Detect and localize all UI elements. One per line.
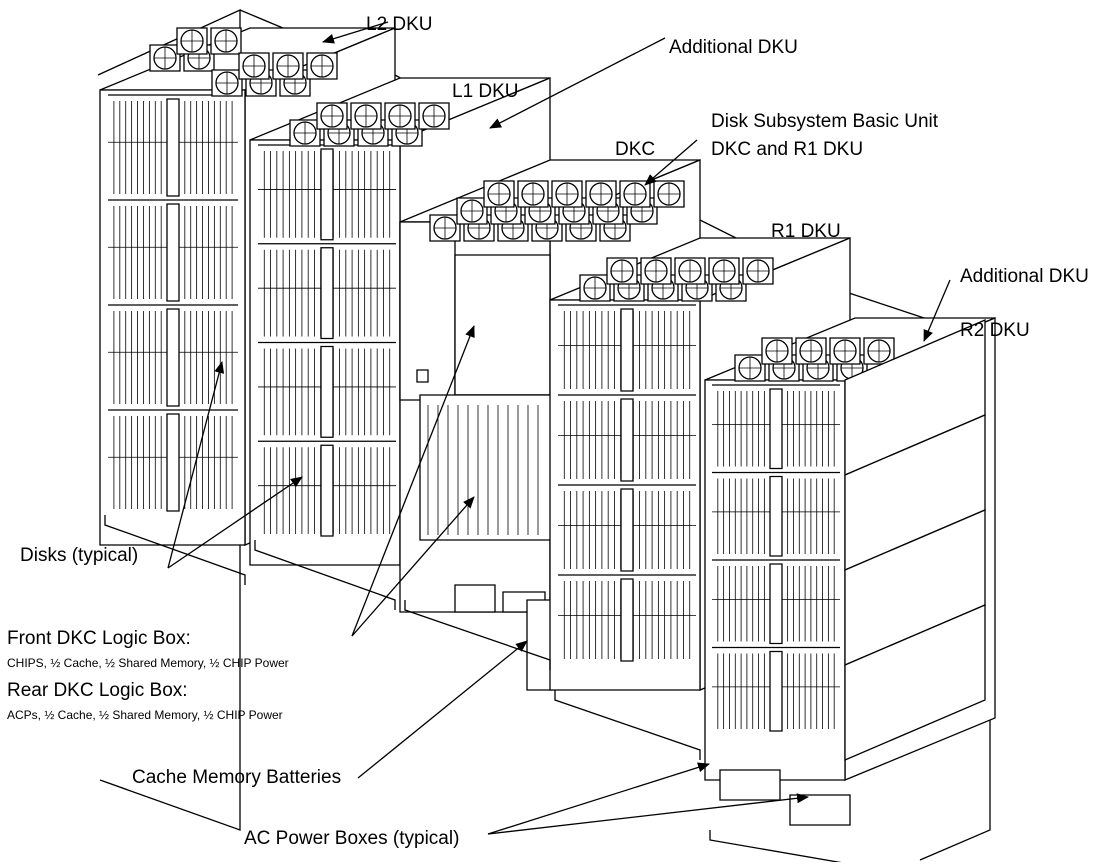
l2-dku-handle — [166, 203, 180, 302]
ac-power-box-2 — [789, 794, 851, 826]
label-rear-dkc-detail: ACPs, ½ Cache, ½ Shared Memory, ½ CHIP P… — [7, 708, 283, 722]
dkc-indicator — [416, 369, 429, 383]
battery-arrow — [357, 640, 528, 779]
r2-dku-side-panel — [844, 604, 986, 761]
l2-dku-handle — [166, 308, 180, 407]
dkc-arrow — [644, 139, 698, 186]
r2-dku-handle — [769, 563, 783, 645]
labels: L2 DKU Additional DKU L1 DKU Disk Subsys… — [7, 14, 1089, 849]
l1-dku-handle — [320, 148, 334, 241]
label-l2-dku: L2 DKU — [366, 14, 433, 35]
label-front-dkc-title: Front DKC Logic Box: — [7, 628, 191, 649]
r2-dku-handle — [769, 475, 783, 557]
dkc-rear-logic-box — [419, 394, 553, 541]
r1-dku-handle — [620, 488, 634, 572]
bottom-bracket — [709, 830, 871, 867]
r1-dku-handle — [620, 398, 634, 482]
r2-dku-handle — [769, 388, 783, 470]
r1-dku-handle — [620, 308, 634, 392]
l1-dku-handle — [320, 247, 334, 340]
bottom-bracket — [404, 600, 551, 670]
label-additional-dku-top: Additional DKU — [669, 37, 798, 58]
dkc-battery-3 — [526, 599, 553, 691]
r2-dku-handle — [769, 650, 783, 732]
bottom-bracket — [104, 515, 246, 585]
logic-arrow-lower — [351, 496, 475, 637]
r2-dku-arrow — [923, 279, 951, 342]
r1-dku-handle — [620, 578, 634, 662]
l2-dku-handle — [166, 413, 180, 512]
label-r1-dku: R1 DKU — [771, 221, 841, 242]
ac-power-box-1 — [719, 769, 781, 801]
bottom-bracket — [254, 540, 396, 610]
l1-dku-handle — [320, 345, 334, 438]
leader-lines — [167, 21, 951, 835]
logic-arrow-upper — [351, 325, 475, 637]
l2-dku-handle — [166, 98, 180, 197]
label-basic-unit-1: Disk Subsystem Basic Unit — [711, 111, 939, 132]
label-rear-dkc-title: Rear DKC Logic Box: — [7, 680, 188, 701]
label-cache-batteries: Cache Memory Batteries — [132, 767, 341, 788]
disks-arrow-left — [167, 361, 225, 569]
dkc-front-logic-box — [454, 254, 551, 396]
label-l1-dku: L1 DKU — [452, 81, 519, 102]
bottom-bracket — [554, 690, 701, 760]
label-front-dkc-detail: CHIPS, ½ Cache, ½ Shared Memory, ½ CHIP … — [7, 656, 289, 670]
ac-power-arrow-right — [487, 793, 809, 835]
label-disks: Disks (typical) — [20, 545, 138, 566]
label-r2-dku: R2 DKU — [960, 320, 1030, 341]
label-dkc: DKC — [615, 139, 655, 160]
label-ac-power: AC Power Boxes (typical) — [244, 828, 459, 849]
cabinet-drawing — [97, 8, 996, 867]
ac-power-arrow-left — [487, 762, 710, 835]
l2-dku-arrow — [322, 21, 389, 44]
dkc-battery-1 — [454, 584, 496, 613]
label-additional-dku-right: Additional DKU — [960, 266, 1089, 287]
l1-dku-arrow — [489, 37, 666, 129]
disks-arrow-mid — [167, 476, 303, 569]
label-basic-unit-2: DKC and R1 DKU — [711, 139, 863, 160]
l1-dku-handle — [320, 444, 334, 537]
